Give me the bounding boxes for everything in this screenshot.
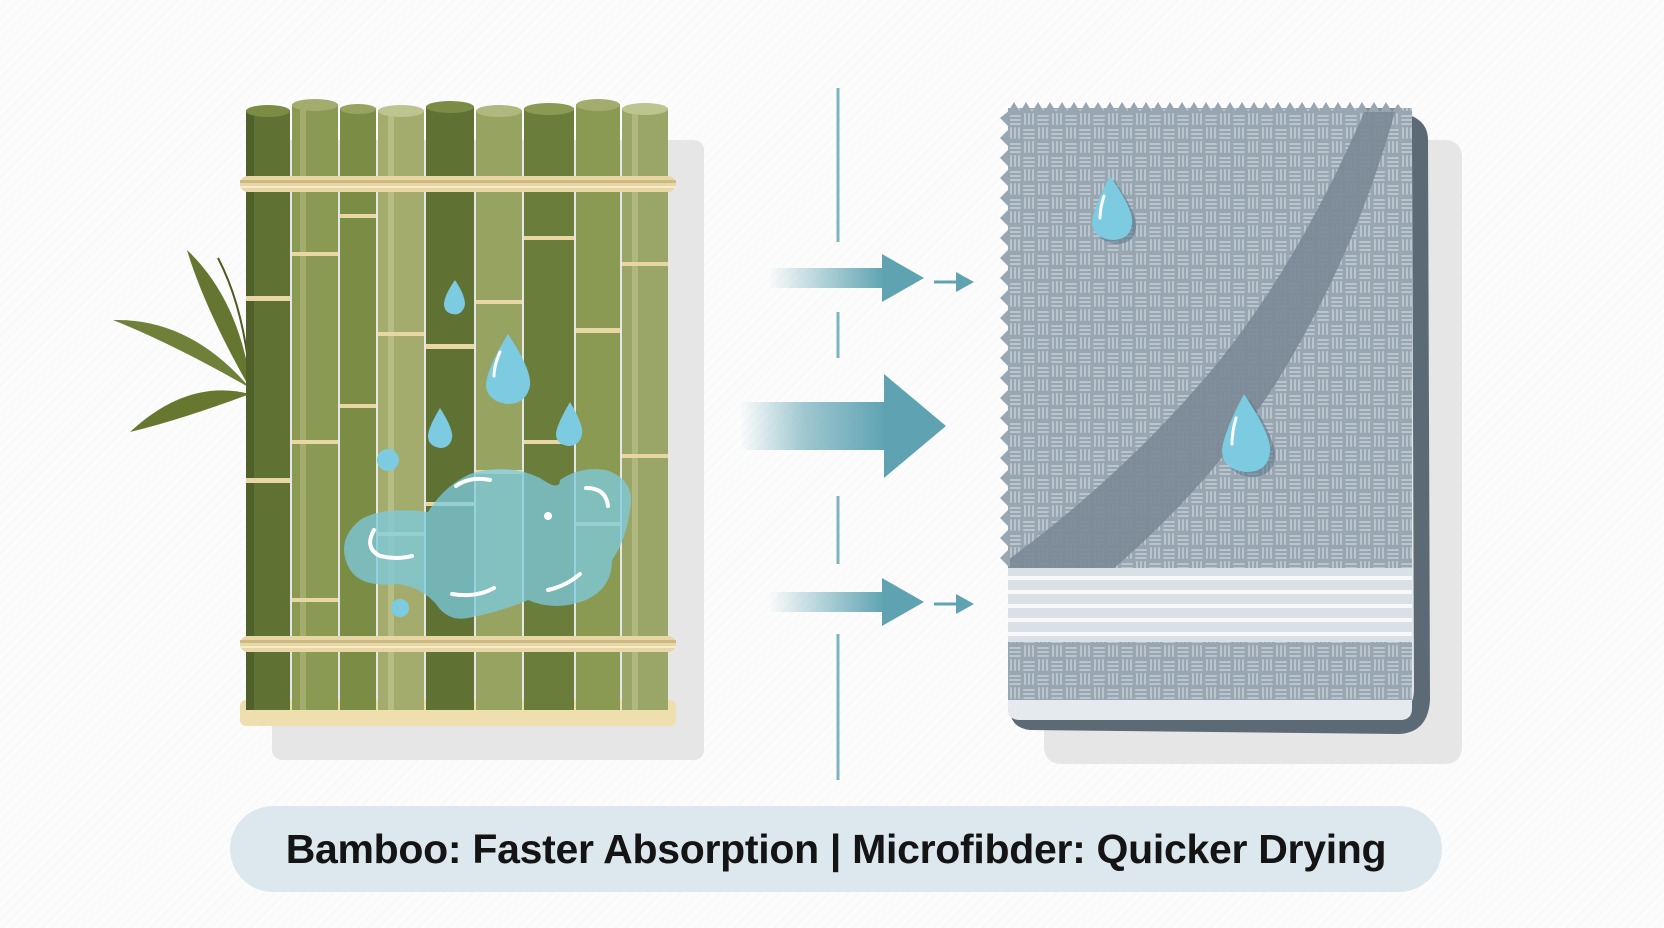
flow-arrow-bottom-shaft [768, 592, 884, 612]
caption-banner: Bamboo: Faster Absorption | Microfibder:… [230, 806, 1442, 892]
bamboo-leaf-icon [113, 250, 252, 432]
towel-hem [1008, 700, 1412, 720]
caption-text: Bamboo: Faster Absorption | Microfibder:… [285, 825, 1387, 872]
bamboo-bindings [240, 176, 676, 652]
water-puddle [344, 468, 631, 619]
towel-fringe-top [1008, 102, 1404, 112]
flow-arrow-top-shaft [768, 268, 884, 288]
water-drop-icon [377, 280, 583, 617]
flow-arrow-bottom-head [882, 578, 924, 626]
flow-arrow-main-head [884, 374, 946, 478]
water-drop-icon [1092, 176, 1276, 477]
microfiber-towel-icon [1000, 102, 1462, 764]
flow-arrow-top-head [882, 254, 924, 302]
towel-fold-shade [1008, 108, 1396, 580]
flow-arrow-main-shaft [740, 402, 886, 450]
flow-arrow-icon [740, 254, 974, 626]
puddle-highlights [368, 476, 610, 598]
bamboo-mat-icon [113, 99, 704, 760]
bamboo-poles [246, 99, 668, 710]
towel-fringe-left [1000, 110, 1010, 568]
